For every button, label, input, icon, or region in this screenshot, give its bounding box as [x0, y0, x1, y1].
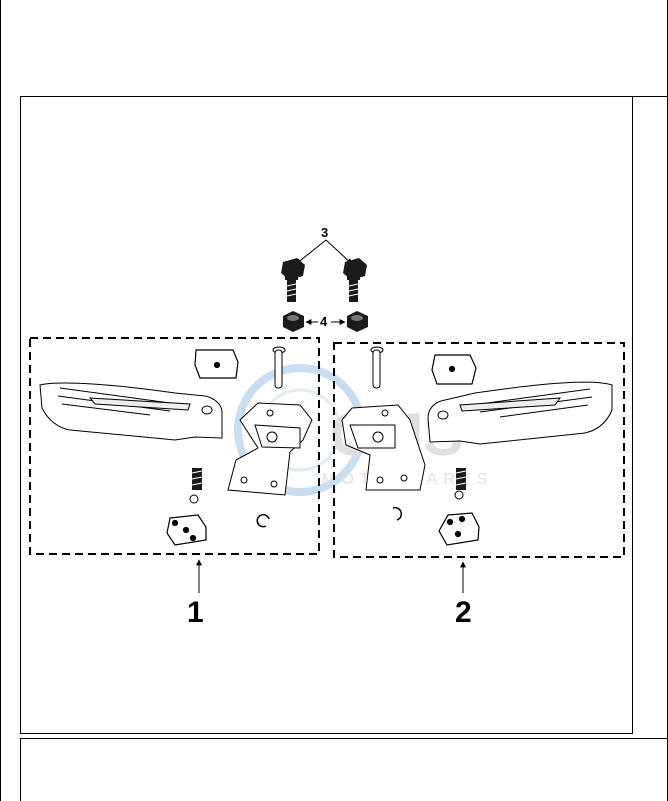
- left-pin: [272, 346, 286, 389]
- left-bracket: [227, 402, 313, 496]
- diagram-frame: [20, 96, 633, 734]
- footer-left-border: [20, 738, 21, 801]
- left-base-plate: [166, 514, 207, 546]
- left-spring: [191, 468, 203, 490]
- assembly-leader-lines: [196, 559, 466, 593]
- right-assembly-box: [333, 342, 625, 558]
- left-cover-plate: [194, 349, 239, 379]
- footer-divider: [20, 738, 668, 739]
- left-footrest: [39, 382, 223, 441]
- right-bracket: [341, 404, 426, 491]
- left-ball: [189, 494, 199, 504]
- right-pin: [370, 346, 384, 389]
- right-ball: [454, 490, 464, 500]
- nut-left: [283, 311, 304, 332]
- page-border-left: [0, 0, 1, 801]
- right-cover-plate: [431, 354, 477, 385]
- bolt-right: [343, 258, 367, 302]
- bolt-leader-lines: [295, 239, 353, 265]
- bolt-left: [281, 258, 305, 302]
- callout-left-assembly: 1: [187, 596, 204, 629]
- left-clip: [256, 513, 270, 528]
- right-clip: [392, 506, 403, 521]
- callout-nuts: 4: [320, 314, 328, 329]
- nut-right: [347, 311, 368, 332]
- left-assembly-box: [29, 337, 320, 555]
- callout-bolts: 3: [321, 225, 329, 240]
- right-spring: [455, 468, 467, 490]
- right-footrest: [427, 381, 613, 445]
- right-base-plate: [438, 512, 480, 546]
- callout-right-assembly: 2: [455, 596, 472, 629]
